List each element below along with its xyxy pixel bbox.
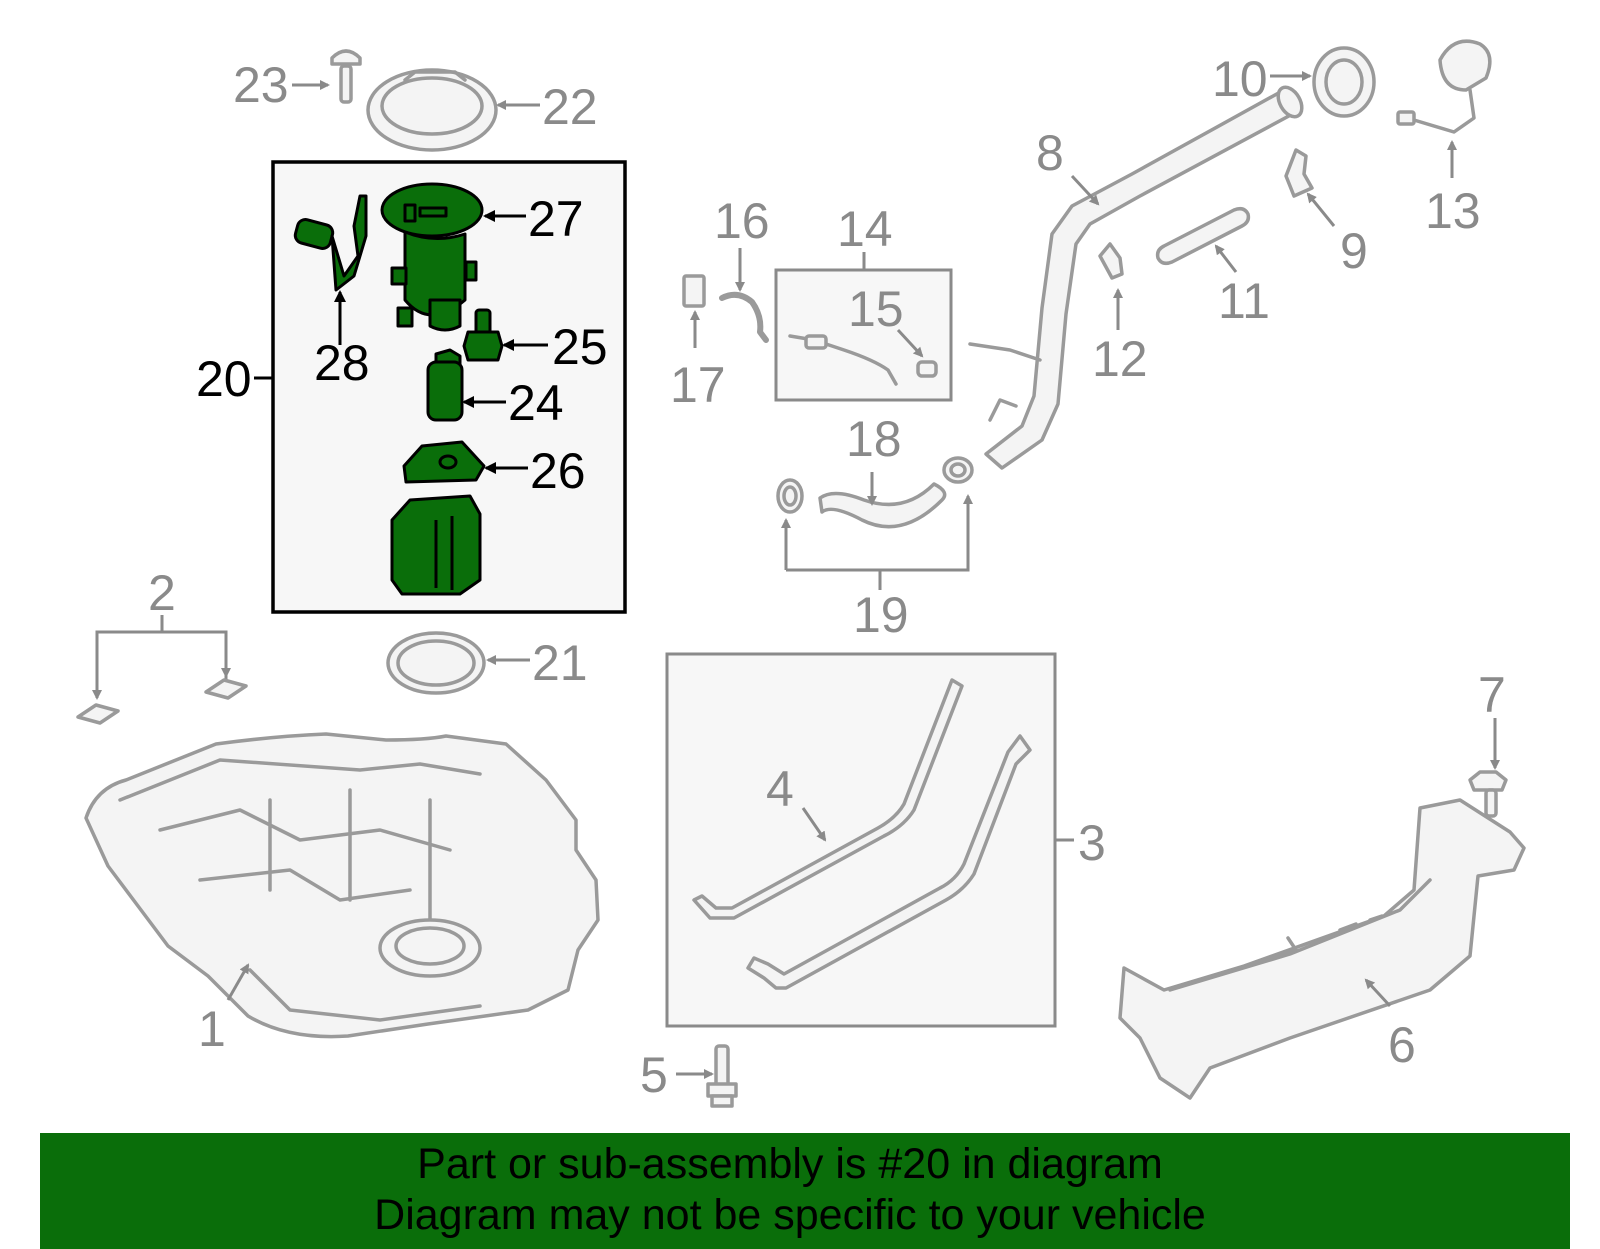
- label-19: 19: [853, 587, 909, 643]
- label-28: 28: [314, 335, 370, 391]
- part-4-strap[interactable]: [692, 678, 964, 920]
- label-22: 22: [542, 79, 598, 135]
- label-9: 9: [1340, 223, 1368, 279]
- part-25-pressure-regulator[interactable]: [462, 308, 504, 362]
- assembly-14-box[interactable]: [774, 268, 953, 402]
- banner-line-1: Part or sub-assembly is #20 in diagram: [417, 1140, 1163, 1188]
- label-3: 3: [1078, 815, 1106, 871]
- label-11: 11: [1218, 273, 1270, 329]
- part-17-clip[interactable]: [682, 274, 706, 308]
- part-2-pad-right[interactable]: [204, 678, 248, 700]
- part-6-heat-shield[interactable]: [1118, 798, 1526, 1100]
- label-2: 2: [148, 565, 176, 621]
- label-12: 12: [1092, 331, 1148, 387]
- part-5-bolt[interactable]: [706, 1044, 738, 1108]
- label-7: 7: [1478, 667, 1506, 723]
- part-8-filler-pipe[interactable]: [968, 83, 1307, 470]
- part-27-pump-module[interactable]: [380, 182, 484, 332]
- part-11-hose[interactable]: [1155, 206, 1251, 266]
- label-26: 26: [530, 443, 586, 499]
- label-1: 1: [198, 1001, 226, 1057]
- part-1-fuel-tank[interactable]: [84, 732, 600, 1039]
- label-15: 15: [848, 281, 904, 337]
- part-26-bracket[interactable]: [402, 440, 486, 484]
- part-13-fuel-cap[interactable]: [1396, 39, 1492, 134]
- part-15-vent-hose[interactable]: [788, 334, 938, 386]
- label-20: 20: [196, 351, 252, 407]
- part-7-clip[interactable]: [1468, 770, 1508, 818]
- label-5: 5: [640, 1047, 668, 1103]
- label-16: 16: [714, 193, 770, 249]
- info-banner: Part or sub-assembly is #20 in diagram D…: [40, 1133, 1570, 1249]
- label-17: 17: [670, 357, 726, 413]
- part-4-strap-lower[interactable]: [746, 734, 1032, 990]
- part-20-reservoir[interactable]: [390, 494, 482, 596]
- label-10: 10: [1212, 51, 1268, 107]
- label-21: 21: [532, 635, 588, 691]
- part-21-seal[interactable]: [386, 631, 486, 695]
- label-25: 25: [552, 319, 608, 375]
- label-24: 24: [508, 375, 564, 431]
- part-19-clamp-right[interactable]: [942, 456, 974, 484]
- label-23: 23: [233, 57, 289, 113]
- part-2-pad-left[interactable]: [76, 703, 120, 725]
- label-14: 14: [837, 201, 893, 257]
- part-24-fuel-pump[interactable]: [426, 348, 464, 422]
- label-27: 27: [528, 191, 584, 247]
- part-18-hose[interactable]: [818, 482, 947, 529]
- part-10-filler-neck-ring[interactable]: [1312, 46, 1376, 118]
- part-22-lock-ring[interactable]: [366, 68, 498, 152]
- label-4: 4: [766, 761, 794, 817]
- part-9-clip[interactable]: [1284, 148, 1314, 198]
- banner-line-2: Diagram may not be specific to your vehi…: [374, 1191, 1206, 1239]
- part-19-clamp-left[interactable]: [776, 478, 804, 514]
- part-16-hose[interactable]: [719, 291, 769, 343]
- part-23-screw[interactable]: [330, 49, 362, 104]
- part-12-gasket[interactable]: [1098, 242, 1124, 280]
- label-13: 13: [1425, 183, 1481, 239]
- label-6: 6: [1388, 1017, 1416, 1073]
- label-18: 18: [846, 411, 902, 467]
- label-8: 8: [1036, 125, 1064, 181]
- part-28-level-sensor[interactable]: [293, 194, 368, 292]
